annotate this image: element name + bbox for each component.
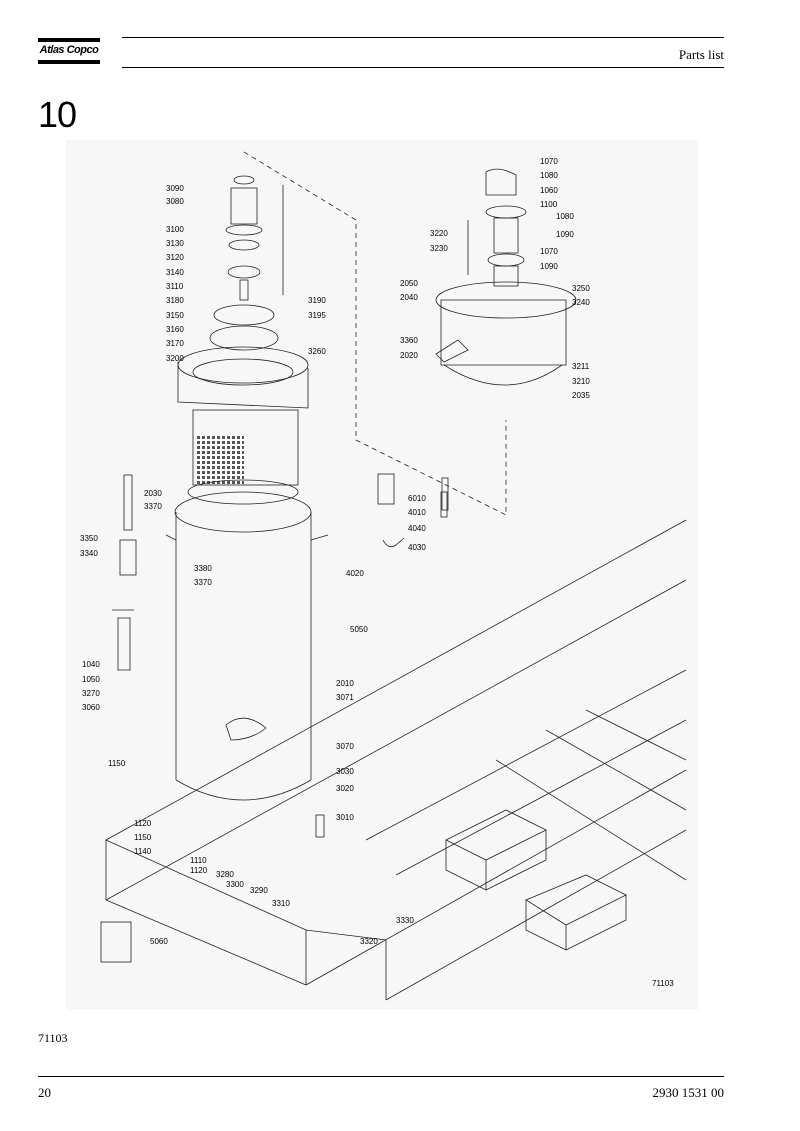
callout-label: 5050 [350,625,368,634]
callout-label: 3200 [166,354,184,363]
callout-label: 3030 [336,767,354,776]
callout-label: 3010 [336,813,354,822]
callout-label: 3180 [166,296,184,305]
callout-label: 3195 [308,311,326,320]
callout-label: 3240 [572,298,590,307]
callout-label: 3100 [166,225,184,234]
exploded-parts-diagram: 3090 3080 3100 3130 3120 3140 3110 3180 … [66,140,698,1010]
callout-label: 3160 [166,325,184,334]
callout-label: 3170 [166,339,184,348]
callout-label: 3110 [166,282,184,291]
logo-stripe-bottom [38,60,100,64]
callout-label: 6010 [408,494,426,503]
callout-label: 3080 [166,197,184,206]
callout-label: 3330 [396,916,414,925]
atlas-copco-logo: Atlas Copco [38,38,100,66]
callout-label: 2030 [144,489,162,498]
callout-label: 4010 [408,508,426,517]
callout-label: 3090 [166,184,184,193]
figure-inner-id: 71103 [652,979,674,988]
callout-label: 3140 [166,268,184,277]
callout-label: 3290 [250,886,268,895]
section-label: Parts list [678,47,724,62]
header-rule-top [122,37,724,38]
logo-wordmark: Atlas Copco [39,44,99,56]
callout-label: 3211 [572,362,590,371]
callout-label: 3190 [308,296,326,305]
callout-label: 3130 [166,239,184,248]
callout-label: 1080 [556,212,574,221]
callout-label: 1050 [82,675,100,684]
document-number: 2930 1531 00 [652,1085,725,1100]
callout-label: 4020 [346,569,364,578]
callout-label: 3120 [166,253,184,262]
callout-label: 3280 [216,870,234,879]
callout-label: 2035 [572,391,590,400]
figure-id: 71103 [38,1031,68,1045]
callout-label: 2020 [400,351,418,360]
callout-label: 1070 [540,157,558,166]
callout-label: 1140 [134,847,152,856]
callout-labels: 3090 3080 3100 3130 3120 3140 3110 3180 … [80,157,674,988]
logo-stripe-top [38,38,100,42]
callout-label: 3210 [572,377,590,386]
header-rule-bottom [122,67,724,68]
callout-label: 3310 [272,899,290,908]
callout-label: 3220 [430,229,448,238]
callout-label: 3360 [400,336,418,345]
callout-label: 1110 [190,856,207,865]
callout-label: 3070 [336,742,354,751]
diagram-canvas: 3090 3080 3100 3130 3120 3140 3110 3180 … [80,151,687,1001]
callout-label: 3340 [80,549,98,558]
callout-label: 2040 [400,293,418,302]
callout-label: 3230 [430,244,448,253]
callout-label: 3250 [572,284,590,293]
callout-label: 1040 [82,660,100,669]
callout-label: 1150 [134,833,152,842]
callout-label: 1120 [134,819,152,828]
callout-label: 3370 [144,502,162,511]
page-number: 20 [38,1085,51,1100]
chapter-number: 10 [38,94,77,135]
callout-label: 2050 [400,279,418,288]
callout-label: 3380 [194,564,212,573]
diagram-linework [100,151,687,1001]
callout-label: 3260 [308,347,326,356]
callout-label: 1150 [108,759,126,768]
callout-label: 1070 [540,247,558,256]
callout-label: 3320 [360,937,378,946]
callout-label: 1090 [540,262,558,271]
callout-label: 4030 [408,543,426,552]
callout-label: 4040 [408,524,426,533]
callout-label: 1080 [540,171,558,180]
callout-label: 1120 [190,866,208,875]
callout-label: 3071 [336,693,354,702]
callout-label: 2010 [336,679,354,688]
callout-label: 3300 [226,880,244,889]
callout-label: 1060 [540,186,558,195]
callout-label: 1090 [556,230,574,239]
callout-label: 5060 [150,937,168,946]
callout-label: 3370 [194,578,212,587]
callout-label: 1100 [540,200,558,209]
callout-label: 3020 [336,784,354,793]
callout-label: 3350 [80,534,98,543]
footer-rule [38,1076,724,1077]
callout-label: 3270 [82,689,100,698]
callout-label: 3060 [82,703,100,712]
callout-label: 3150 [166,311,184,320]
